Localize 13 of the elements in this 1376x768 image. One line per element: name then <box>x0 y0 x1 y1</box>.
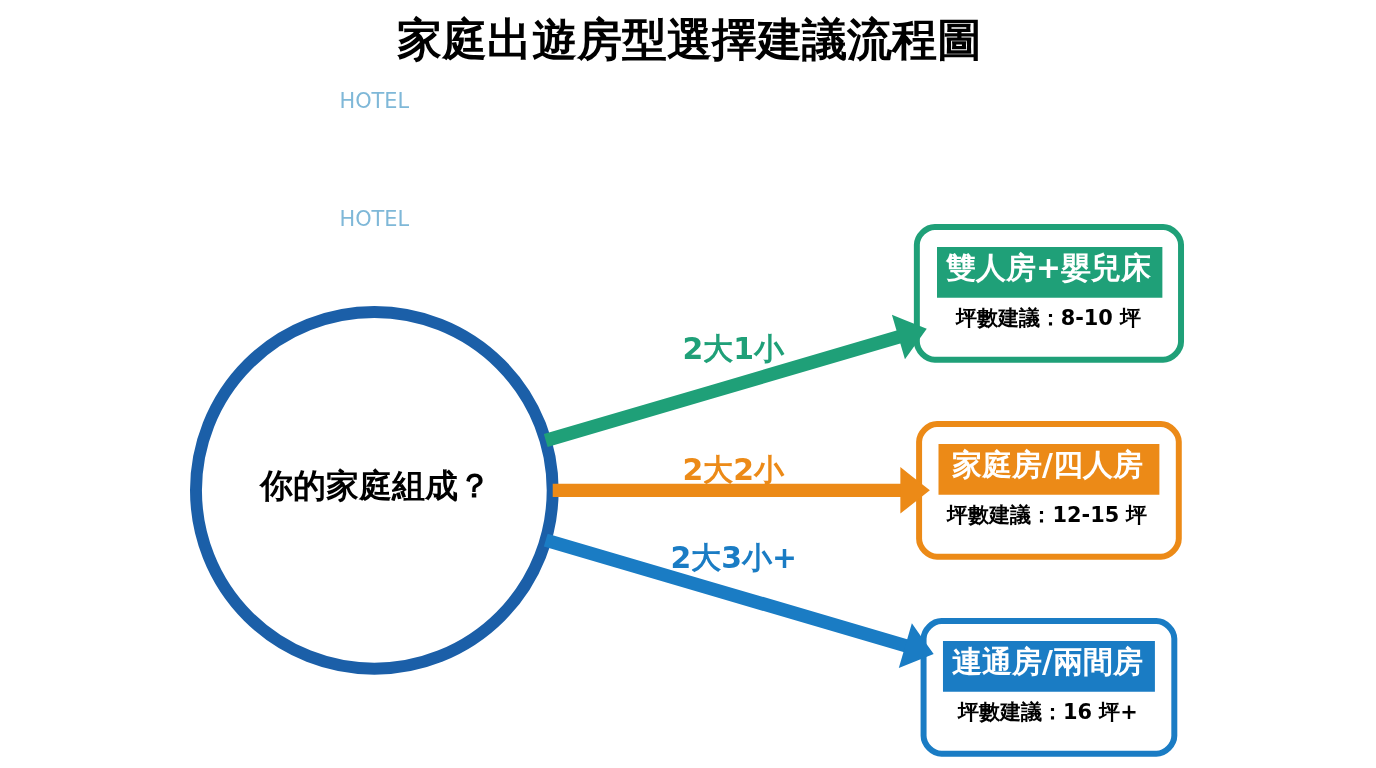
arrow <box>543 314 927 447</box>
node-box: 家庭房/四人房 坪數建議：12-15 坪 <box>915 420 1182 560</box>
arrow <box>543 533 934 668</box>
node-box: 連通房/兩間房 坪數建議：16 坪+ <box>920 617 1177 757</box>
diagram-title: 家庭出遊房型選擇建議流程圖 <box>396 12 982 66</box>
edge-label: 2大3小+ <box>670 539 797 575</box>
label: HOTEL <box>338 206 409 231</box>
edge-label: 2大2小 <box>682 451 784 487</box>
label: HOTEL <box>338 88 409 113</box>
edge-label: 2大1小 <box>682 331 784 366</box>
node-circle: 你的家庭組成？ <box>189 306 559 675</box>
node-box: 雙人房+嬰兒床 坪數建議：8-10 坪 <box>913 223 1184 363</box>
arrow <box>552 467 930 514</box>
